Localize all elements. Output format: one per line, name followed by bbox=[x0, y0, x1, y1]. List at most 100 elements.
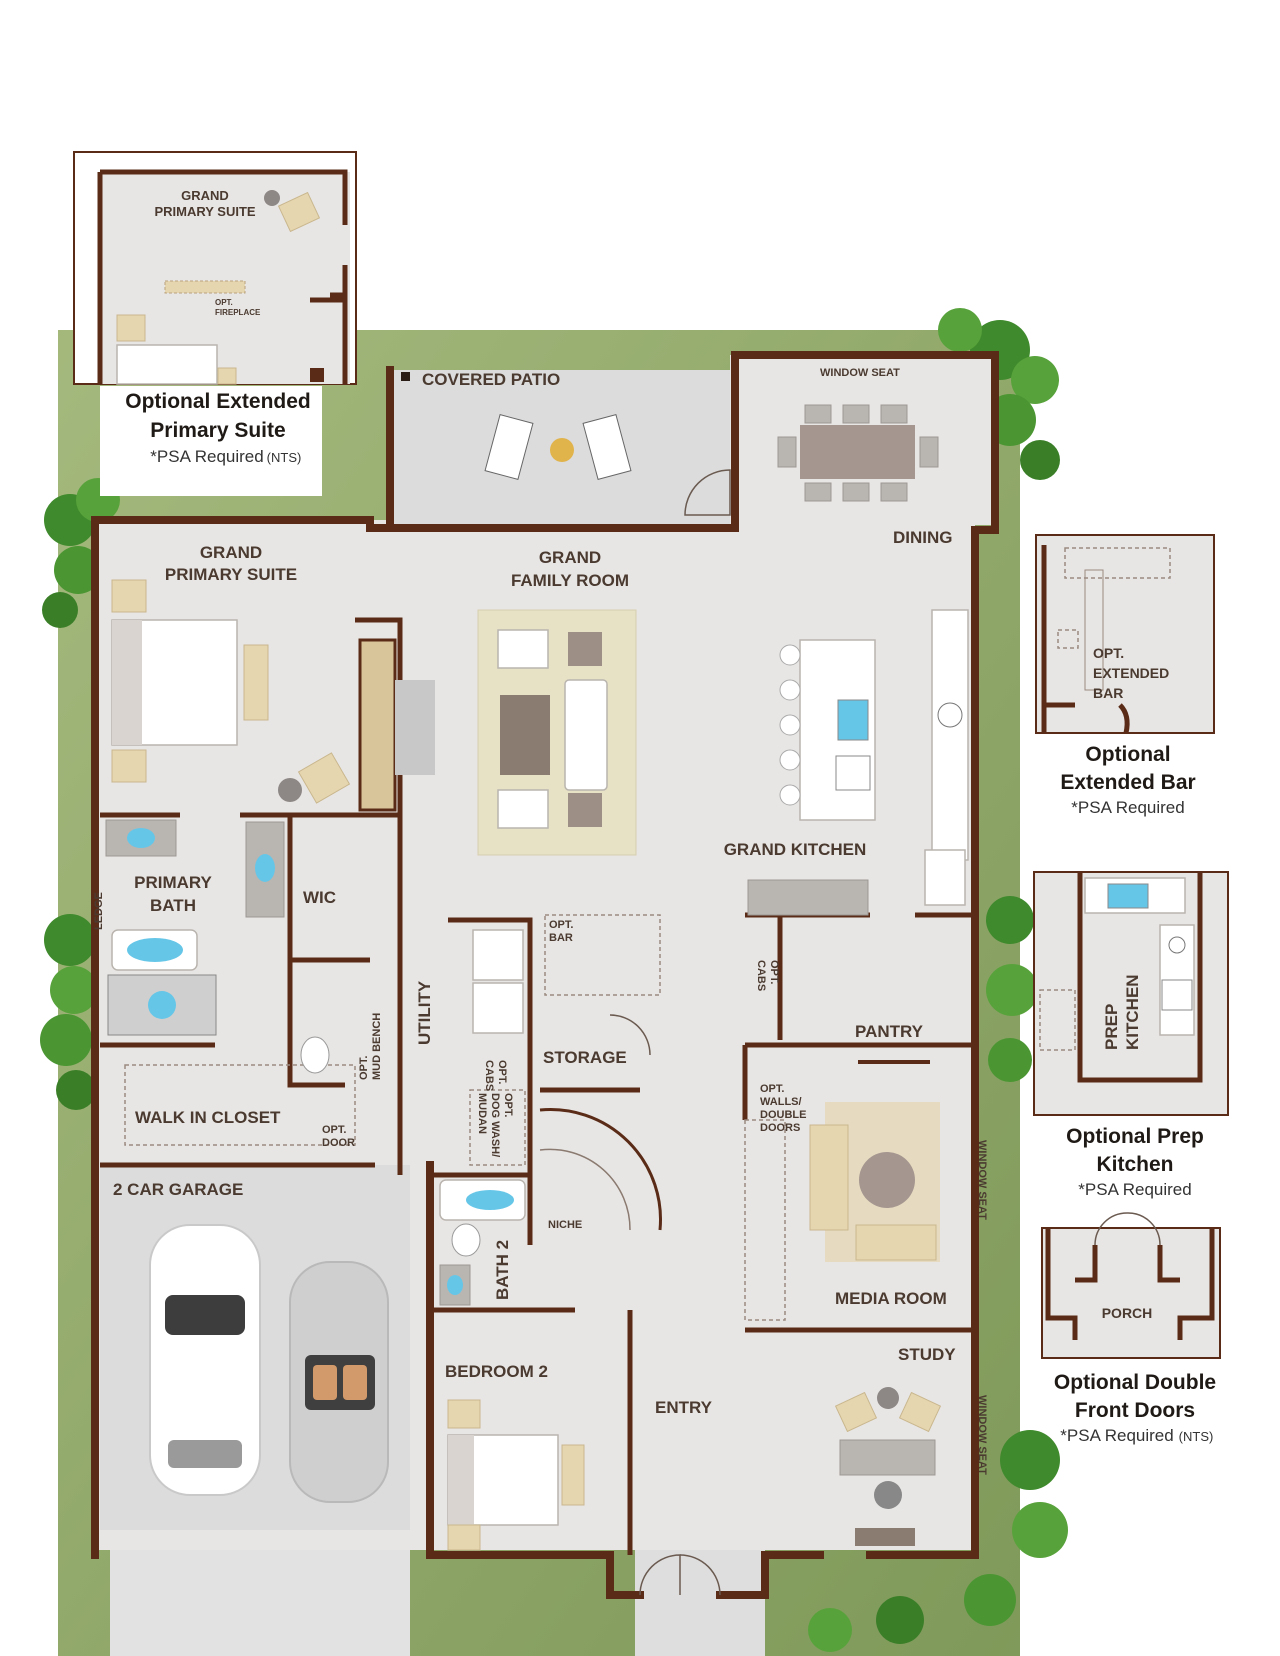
inset-room-label: GRAND bbox=[181, 188, 229, 203]
room-labels: COVERED PATIO WINDOW SEAT DINING GRAND P… bbox=[93, 367, 988, 1475]
family-room-label: FAMILY ROOM bbox=[511, 571, 629, 590]
inset-bar-label: BAR bbox=[1093, 685, 1123, 701]
opt-dog-wash-label: OPT. bbox=[502, 1093, 514, 1117]
opt-dog-wash-label: DOG WASH/ bbox=[489, 1093, 501, 1157]
armchair bbox=[497, 629, 549, 669]
lounge-chair-icon bbox=[582, 413, 632, 481]
tree-icon bbox=[986, 896, 1038, 1082]
inset-note: *PSA Required bbox=[1071, 798, 1184, 817]
window-seat-label: WINDOW SEAT bbox=[976, 1140, 988, 1220]
bedroom-2-furniture bbox=[447, 1399, 585, 1551]
media-room-label: MEDIA ROOM bbox=[835, 1289, 947, 1308]
family-room-label: GRAND bbox=[539, 548, 601, 567]
inset-title: Extended Bar bbox=[1060, 771, 1195, 794]
inset-title: Primary Suite bbox=[150, 419, 285, 442]
inset-title: Optional bbox=[1085, 743, 1170, 766]
dining-furniture bbox=[777, 404, 939, 502]
dining-label: DINING bbox=[893, 528, 953, 547]
inset-bar-label: EXTENDED bbox=[1093, 665, 1169, 681]
niche-label: NICHE bbox=[548, 1219, 582, 1231]
window-seat-label: WINDOW SEAT bbox=[976, 1395, 988, 1475]
inset-extended-primary-suite: GRAND PRIMARY SUITE OPT. FIREPLACE Optio… bbox=[73, 151, 357, 496]
car-icon bbox=[289, 1261, 389, 1503]
utility-label: UTILITY bbox=[415, 980, 434, 1045]
inset-title: Front Doors bbox=[1075, 1399, 1195, 1422]
opt-walls-label: DOORS bbox=[760, 1122, 800, 1134]
bedroom-2-label: BEDROOM 2 bbox=[445, 1362, 548, 1381]
inset-note: *PSA Required bbox=[1060, 1426, 1173, 1445]
inset-title: Optional Prep bbox=[1066, 1125, 1204, 1148]
coffee-table bbox=[500, 695, 550, 775]
sofa bbox=[564, 679, 608, 791]
bath-2-label: BATH 2 bbox=[493, 1240, 512, 1300]
primary-bath-label: BATH bbox=[150, 896, 196, 915]
inset-fireplace-label: OPT. bbox=[215, 298, 233, 307]
grand-kitchen-label: GRAND KITCHEN bbox=[724, 840, 867, 859]
desk bbox=[839, 1439, 936, 1476]
inset-bar-label: OPT. bbox=[1093, 645, 1124, 661]
opt-walls-label: OPT. bbox=[760, 1083, 784, 1095]
primary-suite-label: PRIMARY SUITE bbox=[165, 565, 297, 584]
opt-door-label: DOOR bbox=[322, 1137, 355, 1149]
tree-icon bbox=[808, 1430, 1068, 1652]
lounge-chair-icon bbox=[484, 413, 534, 481]
media-room-furniture bbox=[809, 1060, 940, 1262]
opt-cabs-label: OPT. bbox=[768, 960, 780, 984]
opt-bar-label: OPT. bbox=[549, 919, 573, 931]
inset-prep-kitchen: PREP KITCHEN Optional Prep Kitchen *PSA … bbox=[1033, 871, 1229, 1199]
side-table bbox=[568, 793, 602, 827]
inset-double-doors: PORCH Optional Double Front Doors *PSA R… bbox=[1041, 1212, 1221, 1445]
ledge-label: LEDGE bbox=[93, 892, 105, 930]
wic-label: WIC bbox=[303, 888, 336, 907]
window-seat-label: WINDOW SEAT bbox=[820, 367, 900, 379]
opt-walls-label: DOUBLE bbox=[760, 1109, 806, 1121]
inset-prep-label: PREP bbox=[1102, 1004, 1121, 1050]
dining-table bbox=[800, 425, 915, 479]
tree-icon bbox=[40, 914, 98, 1110]
primary-suite-label: GRAND bbox=[200, 543, 262, 562]
office-chair-icon bbox=[874, 1481, 902, 1509]
walk-in-closet-label: WALK IN CLOSET bbox=[135, 1108, 281, 1127]
driveway bbox=[110, 1530, 410, 1656]
opt-dog-wash-label: MUDAN bbox=[476, 1093, 488, 1134]
hearth bbox=[395, 680, 435, 775]
cooktop-icon bbox=[937, 702, 963, 728]
entry-label: ENTRY bbox=[655, 1398, 713, 1417]
opt-door-label: OPT. bbox=[322, 1124, 346, 1136]
inset-nts: (NTS) bbox=[1179, 1429, 1214, 1444]
trees bbox=[40, 308, 1068, 1652]
storage-label: STORAGE bbox=[543, 1048, 627, 1067]
inset-note: *PSA Required bbox=[1078, 1180, 1191, 1199]
inset-room-label: PRIMARY SUITE bbox=[154, 204, 255, 219]
opt-mud-bench-label: MUD BENCH bbox=[371, 1013, 383, 1080]
inset-title: Kitchen bbox=[1096, 1153, 1173, 1176]
inset-porch-label: PORCH bbox=[1102, 1305, 1153, 1321]
inset-extended-bar: OPT. EXTENDED BAR Optional Extended Bar … bbox=[1035, 534, 1215, 817]
shower-icon bbox=[107, 974, 217, 1036]
interior-walls bbox=[100, 617, 975, 1555]
utility-details bbox=[439, 929, 662, 1306]
inset-fireplace-label: FIREPLACE bbox=[215, 308, 261, 317]
opt-mud-bench-label: OPT. bbox=[358, 1056, 370, 1080]
opt-cabs-label: CABS bbox=[755, 960, 767, 991]
inset-prep-label: KITCHEN bbox=[1123, 974, 1142, 1050]
covered-patio-label: COVERED PATIO bbox=[422, 370, 560, 389]
family-room-furniture bbox=[358, 609, 637, 856]
bar-stool-icon bbox=[779, 644, 801, 806]
opt-cabs-label: CABS bbox=[483, 1060, 495, 1091]
kitchen-fixtures bbox=[747, 609, 969, 916]
inset-nts: (NTS) bbox=[267, 450, 302, 465]
side-table bbox=[568, 632, 602, 666]
primary-bath-label: PRIMARY bbox=[134, 873, 212, 892]
inset-title: Optional Double bbox=[1054, 1371, 1216, 1394]
patio-furniture bbox=[484, 413, 632, 481]
inset-note: *PSA Required bbox=[150, 447, 263, 466]
armchair bbox=[497, 789, 549, 829]
garage-label: 2 CAR GARAGE bbox=[113, 1180, 243, 1199]
primary-suite-furniture bbox=[111, 579, 351, 804]
opt-walls-label: WALLS/ bbox=[760, 1096, 802, 1108]
opt-cabs-label: OPT. bbox=[496, 1060, 508, 1084]
inset-title: Optional Extended bbox=[125, 390, 311, 413]
primary-bath-fixtures bbox=[105, 819, 330, 1074]
